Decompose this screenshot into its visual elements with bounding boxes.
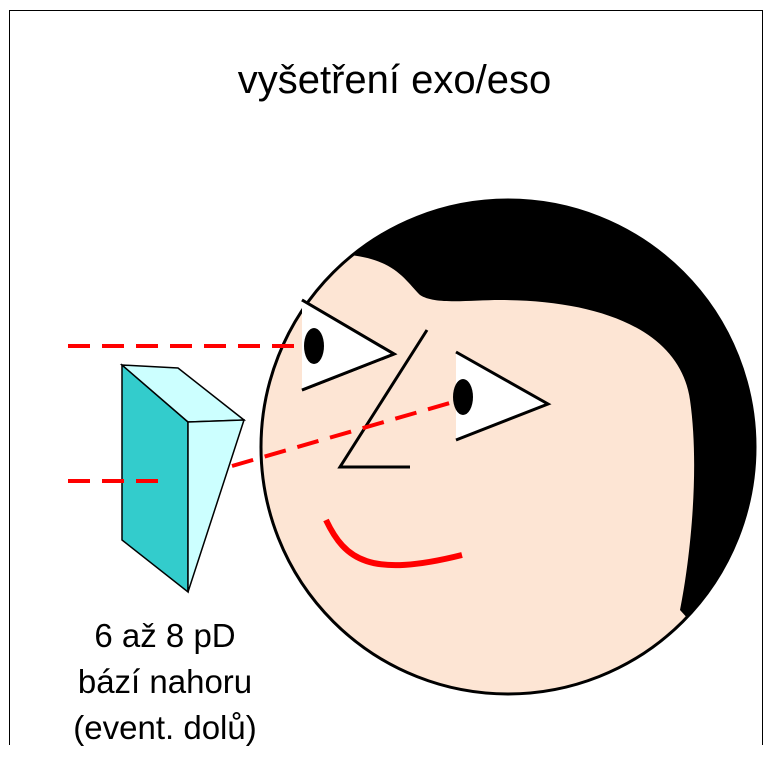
sight-lines	[68, 344, 461, 483]
eye-right	[453, 350, 552, 442]
head	[259, 198, 757, 696]
caption-line-1: 6 až 8 pD	[94, 617, 236, 654]
hair	[295, 200, 755, 694]
eye-right-white	[456, 352, 548, 440]
prism-side-face	[187, 419, 246, 593]
eye-left	[301, 298, 398, 392]
prism-caption: 6 až 8 pD bází nahoru (event. dolů)	[40, 613, 290, 751]
caption-line-2: bází nahoru	[77, 663, 253, 700]
eye-left-lids	[301, 298, 398, 392]
eye-left-white	[302, 300, 394, 390]
frame-border-top	[9, 10, 763, 11]
nose	[337, 329, 429, 469]
frame-border-right	[762, 10, 763, 745]
sight-line-deviated	[231, 398, 461, 468]
mouth	[323, 518, 463, 569]
frame-border-left	[9, 10, 10, 745]
head-outline	[259, 198, 757, 696]
caption-line-3: (event. dolů)	[73, 709, 257, 746]
eye-left-pupil	[304, 328, 324, 364]
eye-right-pupil	[453, 379, 473, 415]
eye-right-lids	[455, 350, 552, 442]
slide-title: vyšetření exo/eso	[237, 58, 552, 102]
prism	[119, 363, 247, 594]
